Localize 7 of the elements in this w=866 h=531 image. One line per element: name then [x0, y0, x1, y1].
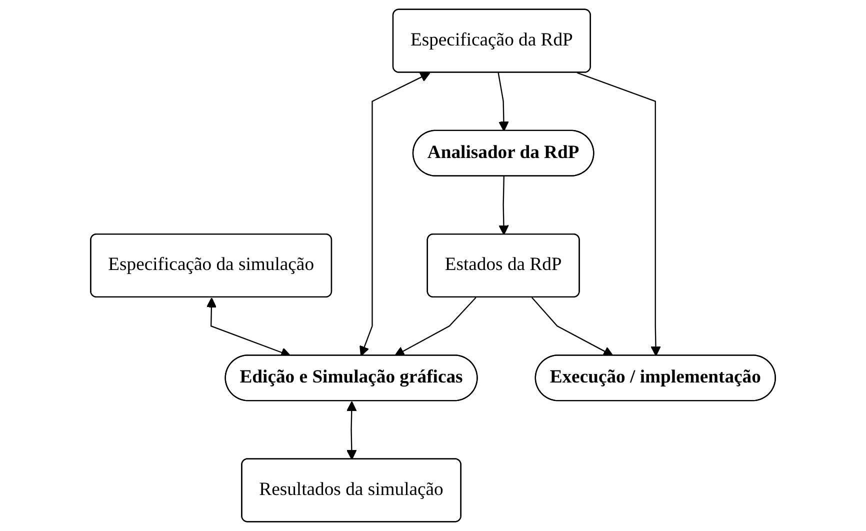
- arrow: [498, 72, 509, 132]
- arrow: [346, 401, 357, 460]
- arrow: [577, 72, 661, 356]
- arrow: [531, 297, 614, 356]
- arrow: [360, 72, 430, 356]
- arrow: [394, 297, 476, 356]
- arrow: [498, 176, 509, 236]
